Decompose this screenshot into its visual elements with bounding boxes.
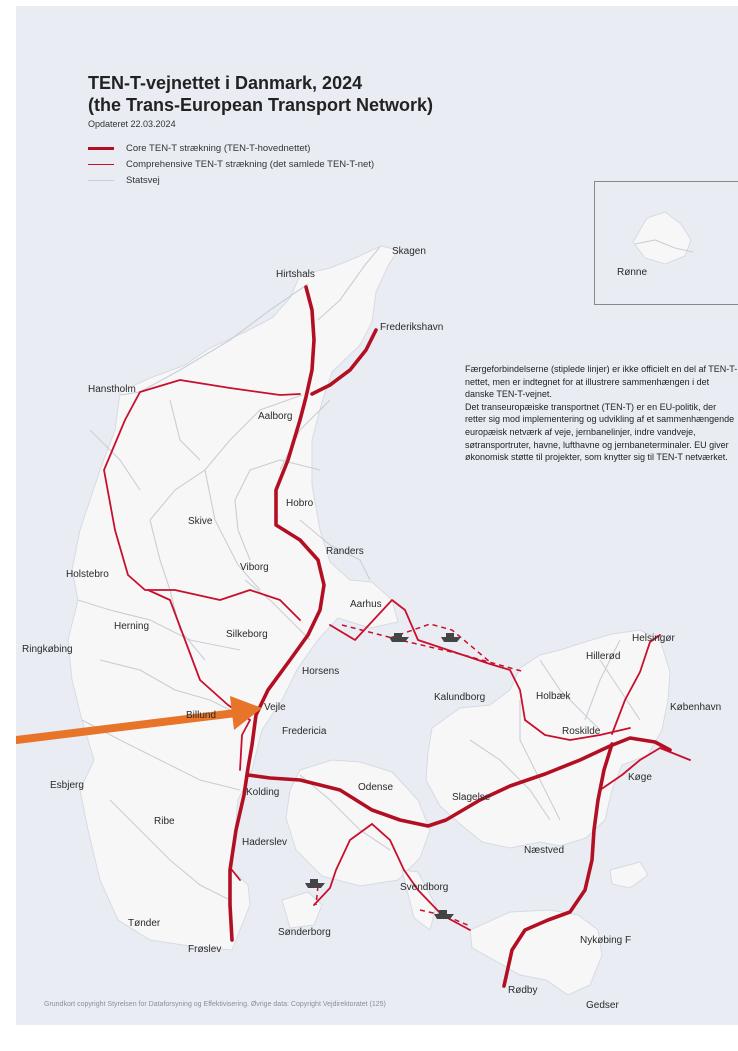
- city-label-ribe: Ribe: [154, 816, 175, 827]
- city-label-naestved: Næstved: [524, 845, 565, 856]
- city-label-vejle: Vejle: [264, 702, 286, 713]
- city-label-slagelse: Slagelse: [452, 792, 491, 803]
- city-label-kobenhavn: København: [670, 702, 722, 713]
- map-title: TEN-T-vejnettet i Danmark, 2024: [88, 73, 363, 93]
- city-label-hirtshals: Hirtshals: [276, 269, 315, 280]
- legend-comprehensive: Comprehensive TEN-T strækning (det samle…: [88, 159, 374, 170]
- als-land: [281, 891, 323, 929]
- city-label-kalundborg: Kalundborg: [434, 692, 486, 703]
- city-label-herning: Herning: [114, 621, 150, 632]
- ferry-icon: [305, 879, 325, 888]
- legend-core-label: Core TEN-T strækning (TEN-T-hovednettet): [126, 143, 311, 154]
- legend-state-road: Statsvej: [88, 175, 160, 186]
- arrow-head: [230, 696, 262, 730]
- city-label-ringkobing: Ringkøbing: [22, 644, 73, 655]
- city-label-hillerod: Hillerød: [586, 651, 621, 662]
- lolland-falster-land: [469, 909, 603, 996]
- funen-land: [285, 759, 431, 887]
- city-label-froslev: Frøslev: [188, 944, 222, 955]
- langeland-land: [401, 869, 437, 931]
- city-label-haderslev: Haderslev: [242, 837, 288, 848]
- city-label-odense: Odense: [358, 782, 394, 793]
- denmark-road-map: [16, 245, 691, 996]
- note-paragraph-ferry: Færgeforbindelserne (stiplede linjer) er…: [465, 364, 738, 400]
- ferry-note: Færgeforbindelserne (stiplede linjer) er…: [465, 363, 738, 464]
- updated-date: Opdateret 22.03.2024: [88, 119, 176, 129]
- bornholm-land: [632, 211, 692, 265]
- ferry-icons: [305, 633, 461, 919]
- city-label-helsingor: Helsingør: [632, 633, 675, 644]
- bornholm-map: [632, 211, 694, 265]
- bornholm-inset: Rønne: [594, 181, 738, 305]
- legend-core: Core TEN-T strækning (TEN-T-hovednettet): [88, 143, 310, 154]
- city-label-tonder: Tønder: [128, 918, 161, 929]
- core-ten-t-roads: [228, 285, 672, 988]
- note-paragraph-ten-t: Det transeuropæiske transportnet (TEN-T)…: [465, 401, 735, 463]
- city-label-horsens: Horsens: [302, 666, 340, 677]
- comprehensive-ten-t-roads: [103, 379, 691, 931]
- city-label-hanstholm: Hanstholm: [88, 384, 136, 395]
- city-label-nykobing: Nykøbing F: [580, 935, 632, 946]
- city-label-silkeborg: Silkeborg: [226, 629, 268, 640]
- city-label-skive: Skive: [188, 516, 213, 527]
- legend-state-road-label: Statsvej: [126, 175, 160, 186]
- city-label-rodby: Rødby: [508, 985, 538, 996]
- ferry-icon: [389, 633, 409, 642]
- city-label-holstebro: Holstebro: [66, 569, 109, 580]
- city-label-frederikshavn: Frederikshavn: [380, 322, 444, 333]
- city-label-holbaek: Holbæk: [536, 691, 571, 702]
- comprehensive-swatch: [88, 163, 114, 165]
- city-label-fredericia: Fredericia: [282, 726, 327, 737]
- city-label-ronne: Rønne: [617, 267, 648, 278]
- city-label-skagen: Skagen: [392, 246, 426, 257]
- city-label-aalborg: Aalborg: [258, 411, 293, 422]
- legend-comprehensive-label: Comprehensive TEN-T strækning (det samle…: [126, 159, 375, 170]
- city-label-svendborg: Svendborg: [400, 882, 449, 893]
- city-label-viborg: Viborg: [240, 562, 269, 573]
- map-page: TEN-T-vejnettet i Danmark, 2024 (the Tra…: [16, 6, 738, 1025]
- core-swatch: [88, 146, 114, 150]
- city-label-roskilde: Roskilde: [562, 726, 601, 737]
- annotation-arrow: [16, 696, 262, 745]
- ferry-icon: [434, 910, 454, 919]
- copyright-text: Grundkort copyright Styrelsen for Datafo…: [44, 1001, 386, 1008]
- city-label-koge: Køge: [628, 772, 652, 783]
- jutland-land: [67, 245, 399, 951]
- city-label-aarhus: Aarhus: [350, 599, 382, 610]
- ferry-routes: [315, 623, 526, 927]
- city-label-kolding: Kolding: [246, 787, 280, 798]
- mon-land: [609, 861, 649, 889]
- city-label-billund: Billund: [186, 710, 217, 721]
- city-label-gedser: Gedser: [586, 1000, 619, 1011]
- ferry-icon: [441, 633, 461, 642]
- city-label-sonderborg: Sønderborg: [278, 927, 331, 938]
- map-subtitle: (the Trans-European Transport Network): [88, 95, 434, 115]
- state-roads: [77, 246, 641, 901]
- city-label-hobro: Hobro: [286, 498, 314, 509]
- state-road-swatch: [88, 179, 114, 181]
- city-label-randers: Randers: [326, 546, 364, 557]
- city-label-esbjerg: Esbjerg: [50, 780, 84, 791]
